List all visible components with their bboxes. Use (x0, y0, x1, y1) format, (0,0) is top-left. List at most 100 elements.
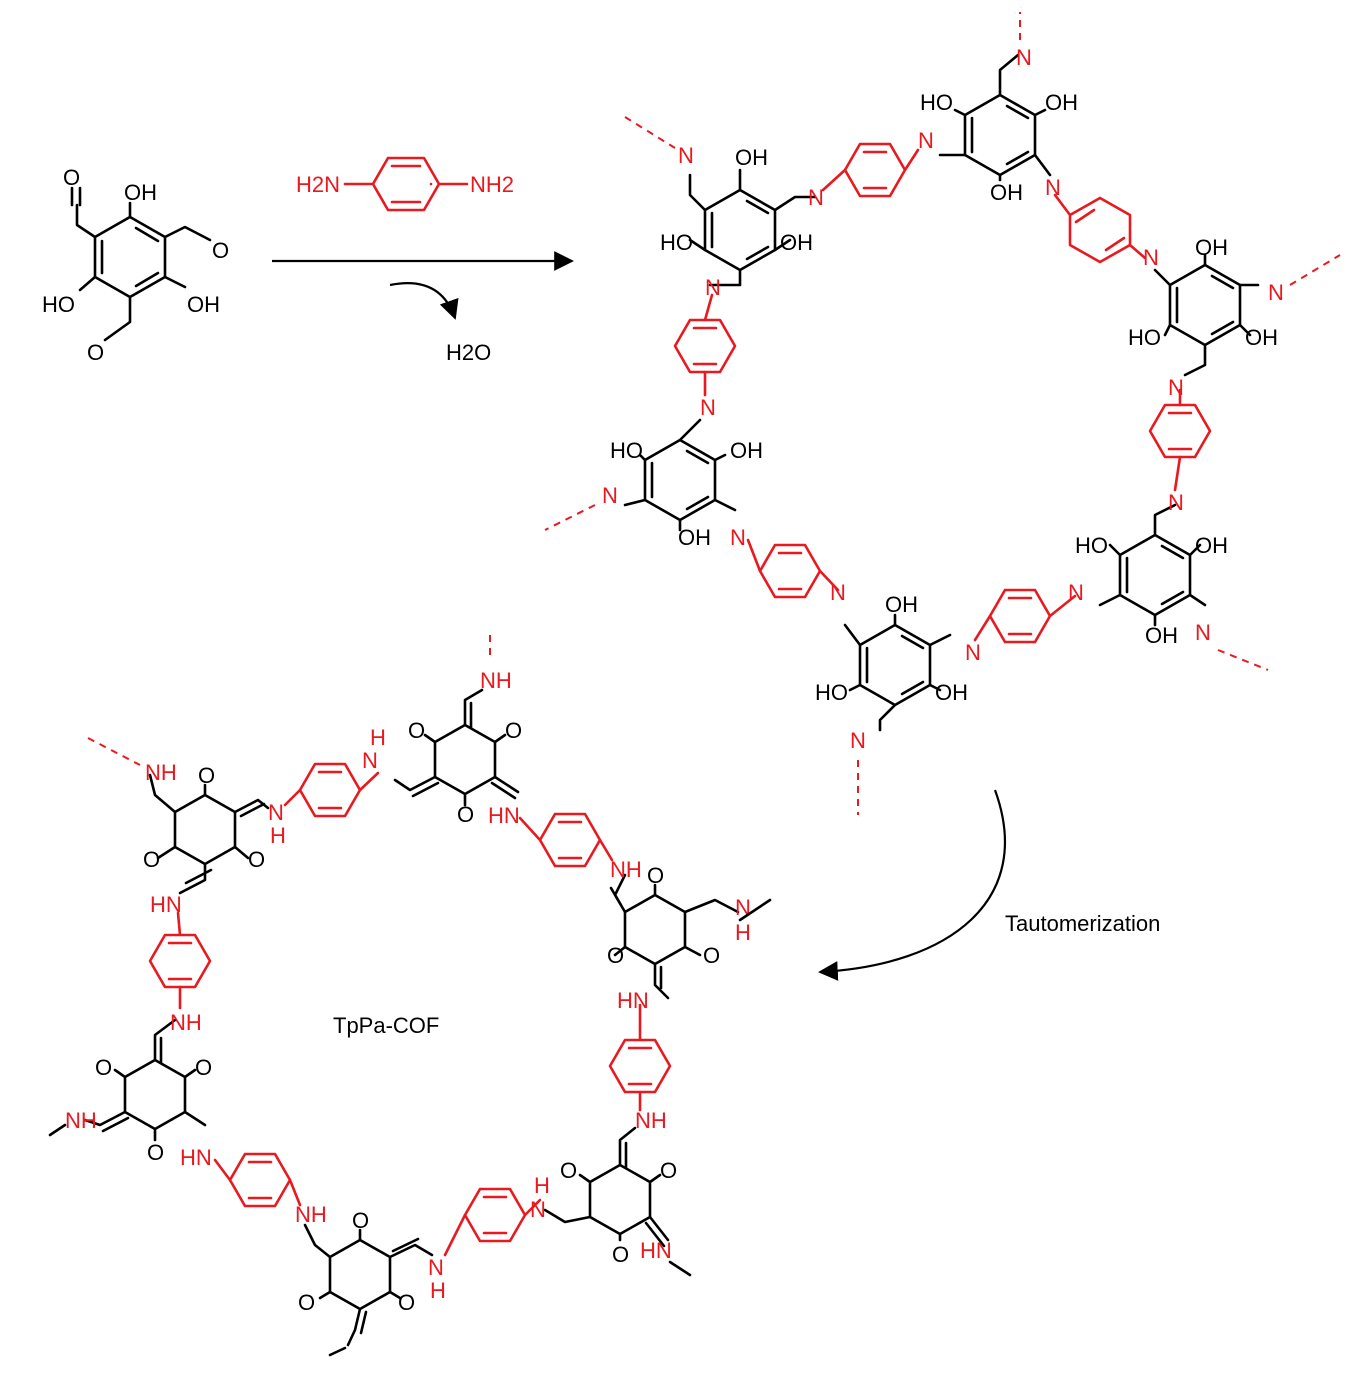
atom-label: OH (735, 145, 768, 170)
atom-label: N (830, 580, 846, 605)
atom-label: NH (635, 1108, 667, 1133)
atom-label: OH (1195, 533, 1228, 558)
atom-label: O (703, 943, 720, 968)
pa-linker (608, 1003, 672, 1112)
pa-linker (283, 762, 380, 818)
pa-linker (973, 588, 1077, 644)
atom-label: NH (295, 1202, 327, 1227)
atom-label: OH (990, 180, 1023, 205)
oh-top: OH (124, 180, 157, 205)
atom-label: O (612, 1242, 629, 1267)
atom-label: OH (730, 438, 763, 463)
atom-label: O (95, 1055, 112, 1080)
atom-label: O (352, 1208, 369, 1233)
atom-label: O (143, 847, 160, 872)
atom-label: HO (1075, 533, 1108, 558)
pa-linker (518, 812, 614, 868)
atom-label: N (1068, 580, 1084, 605)
atom-label: O (647, 863, 664, 888)
pa-linker (443, 1187, 542, 1257)
atom-label: O (607, 943, 624, 968)
tp-node: OH HO OH (815, 592, 968, 732)
water-label: H2O (446, 340, 491, 365)
pa-linker (1053, 193, 1147, 264)
atom-label: OH (935, 680, 968, 705)
atom-label: HO (1128, 325, 1161, 350)
atom-label: O (560, 1158, 577, 1183)
atom-label: N (735, 895, 751, 920)
atom-label: HN (617, 988, 649, 1013)
atom-label: H (735, 920, 751, 945)
tp-node: HO OH OH (1075, 503, 1228, 648)
atom-label: HO (815, 680, 848, 705)
atom-label: O (195, 1055, 212, 1080)
tautomerization-label: Tautomerization (1005, 911, 1160, 936)
atom-label: N (965, 640, 981, 665)
atom-label: H (534, 1173, 550, 1198)
atom-label: N (808, 185, 824, 210)
tp-keto-node: O O O (83, 1018, 212, 1165)
atom-label: N (1268, 280, 1284, 305)
enol-imine-framework: OH HO OH HO OH OH OH HO OH HO OH OH (544, 12, 1341, 815)
atom-label: N (705, 275, 721, 300)
atom-label: O (198, 763, 215, 788)
atom-label: N (268, 800, 284, 825)
atom-label: HN (640, 1238, 672, 1263)
pa-linker (821, 142, 920, 198)
atom-label: O (398, 1290, 415, 1315)
pa-linker (746, 538, 840, 599)
atom-label: O (505, 718, 522, 743)
atom-label: NH (610, 857, 642, 882)
tp-node: OH HO OH (660, 145, 817, 287)
atom-label: O (147, 1140, 164, 1165)
tp-keto-node: O O O (543, 1126, 677, 1267)
atom-label: HN (488, 803, 520, 828)
atom-label: O (408, 718, 425, 743)
atom-label: N (1195, 620, 1211, 645)
atom-label: N (428, 1255, 444, 1280)
o-bottom: O (87, 340, 104, 365)
atom-label: NH (145, 760, 177, 785)
atom-label: NH (65, 1108, 97, 1133)
atom-label: N (1143, 245, 1159, 270)
nh2-label: NH2 (470, 172, 514, 197)
atom-label: N (1045, 175, 1061, 200)
tp-keto-node: O O O (298, 1208, 434, 1347)
atom-label: NH (170, 1010, 202, 1035)
atom-label: HN (180, 1145, 212, 1170)
atom-label: N (850, 728, 866, 753)
o-left: O (63, 165, 80, 190)
atom-label: O (248, 847, 265, 872)
atom-label: OH (1245, 325, 1278, 350)
oh-right: OH (187, 292, 220, 317)
atom-label: N (730, 525, 746, 550)
atom-label: H (270, 823, 286, 848)
pa-linker (673, 293, 737, 397)
atom-label: N (602, 483, 618, 508)
tautomerization-arrow: Tautomerization (818, 789, 1160, 981)
atom-label: NH (480, 668, 512, 693)
atom-label: HO (660, 230, 693, 255)
h2n-label: H2N (296, 172, 340, 197)
tp-keto-node: O O O (607, 863, 740, 1000)
atom-label: H (370, 725, 386, 750)
atom-label: N (530, 1197, 546, 1222)
atom-label: N (1168, 375, 1184, 400)
ho-left: HO (42, 292, 75, 317)
atom-label: OH (1045, 90, 1078, 115)
atom-label: N (678, 143, 694, 168)
pa-linker (148, 911, 212, 1010)
atom-label: HO (920, 90, 953, 115)
atom-label: HO (610, 438, 643, 463)
atom-label: OH (885, 592, 918, 617)
atom-label: O (660, 1158, 677, 1183)
pa-linker (1148, 388, 1212, 492)
atom-label: O (457, 802, 474, 827)
tp-node: HO OH OH (610, 418, 763, 550)
tp-node: OH HO OH (1128, 235, 1278, 377)
atom-label: N (362, 748, 378, 773)
pa-linker (213, 1152, 302, 1208)
atom-label: H (430, 1278, 446, 1303)
product-name: TpPa-COF (333, 1013, 439, 1038)
